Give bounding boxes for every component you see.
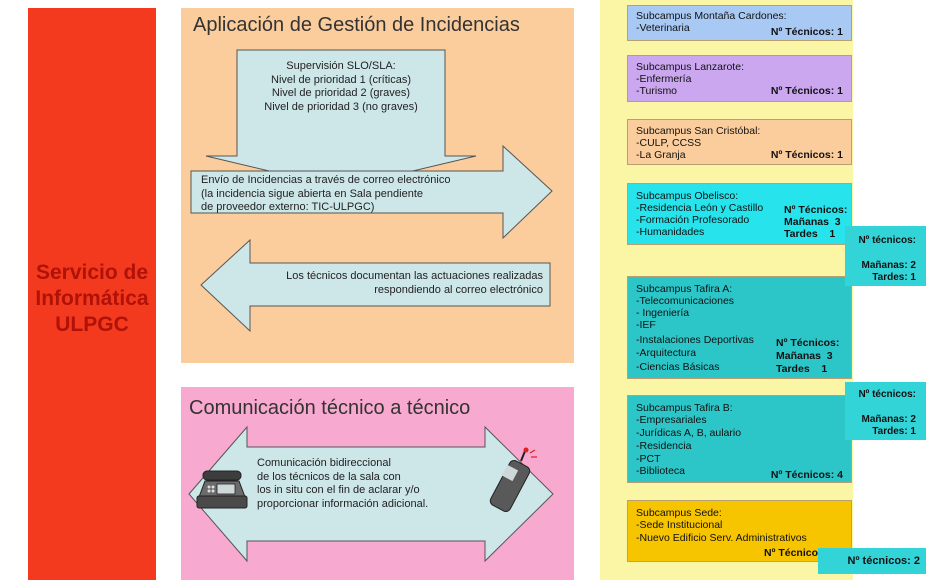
bidirectional-arrow: [188, 425, 554, 563]
sla-line-3: Nivel de prioridad 2 (graves): [271, 87, 411, 99]
tech-callout-1: Nº técnicos: Mañanas: 2 Tardes: 1: [845, 226, 926, 286]
callout-morning: Mañanas: 2: [861, 414, 916, 425]
subcampus-tafira-b: Subcampus Tafira B: -Empresariales -Jurí…: [627, 395, 852, 483]
doc-line-2: respondiendo al correo electrónico: [374, 283, 543, 296]
subcampus-title: Subcampus Obelisco:: [636, 190, 739, 202]
subcampus-item: -Turismo: [636, 85, 678, 97]
subcampus-san-cristobal: Subcampus San Cristóbal: -CULP, CCSS -La…: [627, 119, 852, 165]
subcampus-item: - Ingeniería: [636, 307, 690, 319]
subcampus-item: -Nuevo Edificio Serv. Administrativos: [636, 532, 807, 544]
subcampus-item: -Enfermería: [636, 73, 692, 85]
doc-left-arrow: [200, 238, 551, 333]
service-title-line-3: ULPGC: [55, 313, 129, 336]
subcampus-montana-cardones: Subcampus Montaña Cardones: -Veterinaria…: [627, 5, 852, 41]
subcampus-title: Subcampus Lanzarote:: [636, 61, 744, 73]
tech-count: Nº Técnicos: 1: [770, 149, 843, 161]
callout-label: Nº técnicos: 2: [847, 555, 920, 567]
subcampus-item: -Formación Profesorado: [636, 214, 750, 226]
subcampus-item: -CULP, CCSS: [636, 137, 702, 149]
tech-count-label: Nº Técnicos:: [776, 337, 840, 349]
subcampus-item: -La Granja: [636, 149, 686, 161]
subcampus-item: -IEF: [636, 319, 656, 331]
subcampus-title: Subcampus Tafira B:: [636, 402, 733, 414]
email-line-1: Envío de Incidencias a través de correo …: [201, 174, 451, 186]
subcampus-item: -PCT: [636, 453, 661, 465]
doc-line-1: Los técnicos documentan las actuaciones …: [286, 270, 543, 282]
subcampus-obelisco: Subcampus Obelisco: -Residencia León y C…: [627, 183, 852, 245]
tech-count-label: Nº Técnicos:: [784, 204, 848, 216]
tech-count: Nº Técnicos: [764, 547, 824, 559]
tech-comm-text: Comunicación bidireccional de los técnic…: [257, 457, 428, 511]
callout-label: Nº técnicos:: [858, 389, 916, 400]
email-right-arrow: [190, 144, 553, 240]
tech-callout-2: Nº técnicos: Mañanas: 2 Tardes: 1: [845, 382, 926, 440]
subcampus-title: Subcampus Tafira A:: [636, 283, 733, 295]
callout-morning: Mañanas: 2: [861, 260, 916, 271]
tech-comm-line-1: Comunicación bidireccional: [257, 457, 391, 469]
tech-callout-3: Nº técnicos: 2: [818, 548, 926, 574]
tech-comm-line-4: proporcionar información adicional.: [257, 497, 429, 510]
subcampus-tafira-a: Subcampus Tafira A: -Telecomunicaciones …: [627, 276, 852, 379]
subcampus-title: Subcampus Montaña Cardones:: [636, 10, 787, 22]
callout-label: Nº técnicos:: [858, 235, 916, 246]
desk-phone-icon: [196, 470, 248, 509]
subcampus-item: -Residencia: [636, 440, 692, 452]
tech-count-morning: Mañanas 3: [776, 350, 833, 362]
subcampus-item: -Humanidades: [636, 226, 705, 238]
subcampus-item: -Residencia León y Castillo: [636, 202, 764, 214]
subcampus-item: -Veterinaria: [636, 22, 690, 34]
tech-comm-line-2: de los técnicos de la sala con: [257, 470, 401, 483]
subcampus-lanzarote: Subcampus Lanzarote: -Enfermería -Turism…: [627, 55, 852, 102]
subcampus-title: Subcampus San Cristóbal:: [636, 125, 761, 137]
tech-count-morning: Mañanas 3: [784, 216, 841, 228]
email-text: Envío de Incidencias a través de correo …: [201, 174, 450, 215]
email-line-3: de proveedor externo: TIC-ULPGC): [201, 201, 375, 213]
tech-comm-line-3: los in situ con el fin de aclarar y/o: [257, 484, 420, 496]
tech-count: Nº Técnicos: 1: [770, 85, 843, 97]
sla-line-2: Nivel de prioridad 1 (críticas): [271, 73, 411, 86]
service-title-line-1: Servicio de: [35, 261, 149, 284]
incident-app-panel: Aplicación de Gestión de Incidencias Sup…: [181, 8, 574, 363]
tech-count-afternoon: Tardes 1: [784, 228, 836, 240]
subcampus-item: -Empresariales: [636, 414, 707, 426]
doc-text: Los técnicos documentan las actuaciones …: [241, 270, 543, 297]
subcampus-item: -Instalaciones Deportivas: [636, 334, 754, 346]
sla-line-4: Nivel de prioridad 3 (no graves): [264, 100, 418, 113]
tech-count: Nº Técnicos: 4: [770, 469, 843, 481]
subcampus-item: -Biblioteca: [636, 465, 686, 477]
callout-afternoon: Tardes: 1: [872, 426, 916, 437]
subcampus-item: -Arquitectura: [636, 347, 697, 359]
service-bar: Servicio de Informática ULPGC: [28, 8, 156, 580]
service-title: Servicio de Informática ULPGC: [28, 260, 156, 338]
tech-count: Nº Técnicos: 1: [770, 26, 843, 38]
subcampus-item: -Jurídicas A, B, aulario: [636, 427, 742, 439]
incident-arrows: [190, 49, 553, 333]
email-line-2: (la incidencia sigue abierta en Sala pen…: [201, 187, 423, 200]
subcampus-sede: Subcampus Sede: -Sede Institucional -Nue…: [627, 500, 852, 562]
subcampus-title: Subcampus Sede:: [636, 507, 722, 519]
mobile-phone-icon: [489, 447, 537, 512]
subcampus-item: -Telecomunicaciones: [636, 295, 735, 307]
subcampus-item: -Ciencias Básicas: [636, 361, 720, 373]
tech-comm-title: Comunicación técnico a técnico: [189, 397, 471, 419]
subcampus-item: -Sede Institucional: [636, 519, 723, 531]
callout-afternoon: Tardes: 1: [872, 272, 916, 283]
tech-count-afternoon: Tardes 1: [776, 363, 828, 375]
service-title-line-2: Informática: [35, 287, 149, 310]
incident-app-title: Aplicación de Gestión de Incidencias: [193, 14, 520, 36]
tech-comm-panel: Comunicación técnico a técnico Comunicac…: [181, 387, 574, 580]
sla-line-1: Supervisión SLO/SLA:: [286, 60, 396, 72]
sla-text: Supervisión SLO/SLA: Nivel de prioridad …: [237, 60, 445, 114]
